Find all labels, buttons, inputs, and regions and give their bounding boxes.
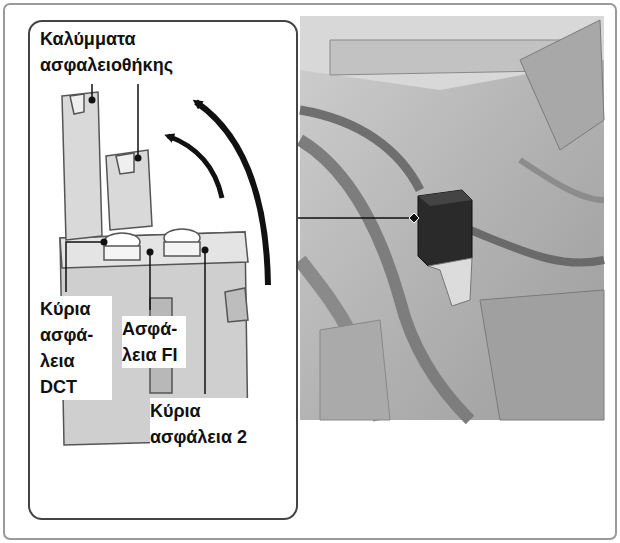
- part-label: Κύρια ασφά- λεια DCT: [40, 296, 112, 400]
- inset-leader: [298, 213, 419, 223]
- inset-panel: Καλύμματα ασφαλειοθήκηςΚύρια ασφά- λεια …: [28, 20, 298, 520]
- part-label: Ασφά- λεια FI: [122, 316, 186, 368]
- outer-frame: [4, 4, 616, 539]
- inset-ground: [28, 20, 298, 520]
- motion-arrows: [168, 102, 268, 285]
- leader-dots: [89, 97, 209, 256]
- part-label: Καλύμματα ασφαλειοθήκης: [40, 26, 220, 78]
- part-label: Κύρια ασφάλεια 2: [150, 398, 275, 450]
